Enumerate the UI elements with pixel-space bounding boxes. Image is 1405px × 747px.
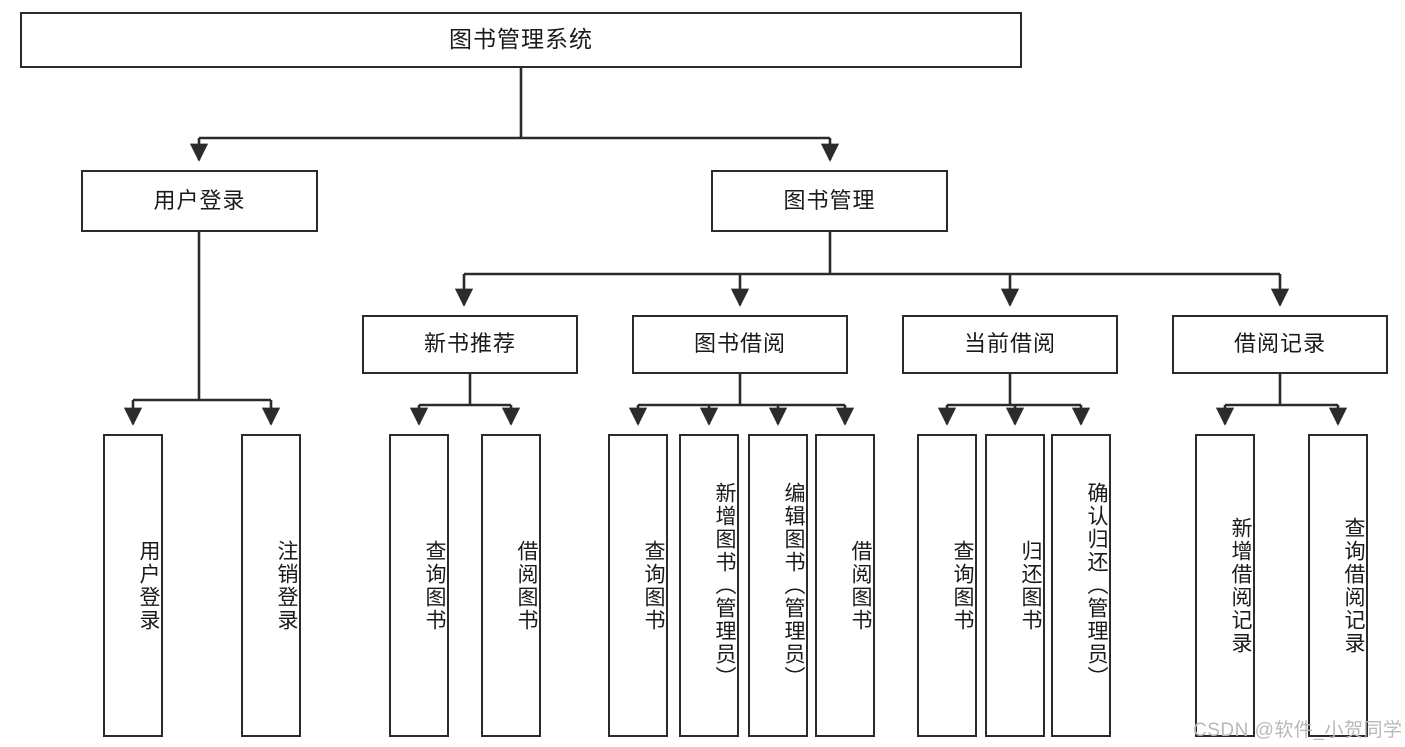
node-leaf-user-logout-label: 注销登录 (275, 539, 298, 632)
node-leaf-edit-book-admin-label: 编辑图书（管理员） (782, 482, 805, 689)
node-book-management[interactable]: 图书管理 (711, 170, 948, 232)
node-new-book-recommend[interactable]: 新书推荐 (362, 315, 578, 374)
node-leaf-query-borrow-record[interactable]: 查询借阅记录 (1308, 434, 1368, 737)
node-leaf-borrow-book-1[interactable]: 借阅图书 (481, 434, 541, 737)
node-leaf-query-book-3[interactable]: 查询图书 (917, 434, 977, 737)
node-leaf-borrow-book-2[interactable]: 借阅图书 (815, 434, 875, 737)
node-borrow-record-label: 借阅记录 (1233, 331, 1326, 357)
node-leaf-query-book-3-label: 查询图书 (951, 539, 974, 632)
node-leaf-query-borrow-record-label: 查询借阅记录 (1342, 516, 1365, 655)
node-borrow-record[interactable]: 借阅记录 (1172, 315, 1388, 374)
node-root-label: 图书管理系统 (449, 26, 593, 53)
node-leaf-confirm-return-admin-label: 确认归还（管理员） (1085, 482, 1108, 689)
node-current-borrow-label: 当前借阅 (963, 331, 1056, 357)
node-leaf-add-book-admin[interactable]: 新增图书（管理员） (679, 434, 739, 737)
node-leaf-query-book-1[interactable]: 查询图书 (389, 434, 449, 737)
node-book-borrow[interactable]: 图书借阅 (632, 315, 848, 374)
node-leaf-edit-book-admin[interactable]: 编辑图书（管理员） (748, 434, 808, 737)
node-leaf-query-book-1-label: 查询图书 (423, 539, 446, 632)
node-book-borrow-label: 图书借阅 (693, 331, 786, 357)
node-leaf-return-book-label: 归还图书 (1019, 539, 1042, 632)
node-leaf-borrow-book-1-label: 借阅图书 (515, 539, 538, 632)
node-leaf-user-login[interactable]: 用户登录 (103, 434, 163, 737)
node-leaf-user-login-label: 用户登录 (137, 539, 160, 632)
node-leaf-add-borrow-record[interactable]: 新增借阅记录 (1195, 434, 1255, 737)
node-leaf-query-book-2[interactable]: 查询图书 (608, 434, 668, 737)
node-root[interactable]: 图书管理系统 (20, 12, 1022, 68)
node-leaf-query-book-2-label: 查询图书 (642, 539, 665, 632)
node-leaf-borrow-book-2-label: 借阅图书 (849, 539, 872, 632)
node-new-book-recommend-label: 新书推荐 (423, 331, 516, 357)
node-user-login[interactable]: 用户登录 (81, 170, 318, 232)
node-leaf-add-borrow-record-label: 新增借阅记录 (1229, 516, 1252, 655)
node-leaf-confirm-return-admin[interactable]: 确认归还（管理员） (1051, 434, 1111, 737)
node-leaf-add-book-admin-label: 新增图书（管理员） (713, 482, 736, 689)
node-current-borrow[interactable]: 当前借阅 (902, 315, 1118, 374)
node-user-login-label: 用户登录 (153, 187, 246, 213)
node-leaf-user-logout[interactable]: 注销登录 (241, 434, 301, 737)
csdn-watermark: CSDN @软件_小贺同学 (1193, 720, 1403, 741)
node-book-management-label: 图书管理 (783, 187, 876, 213)
node-leaf-return-book[interactable]: 归还图书 (985, 434, 1045, 737)
